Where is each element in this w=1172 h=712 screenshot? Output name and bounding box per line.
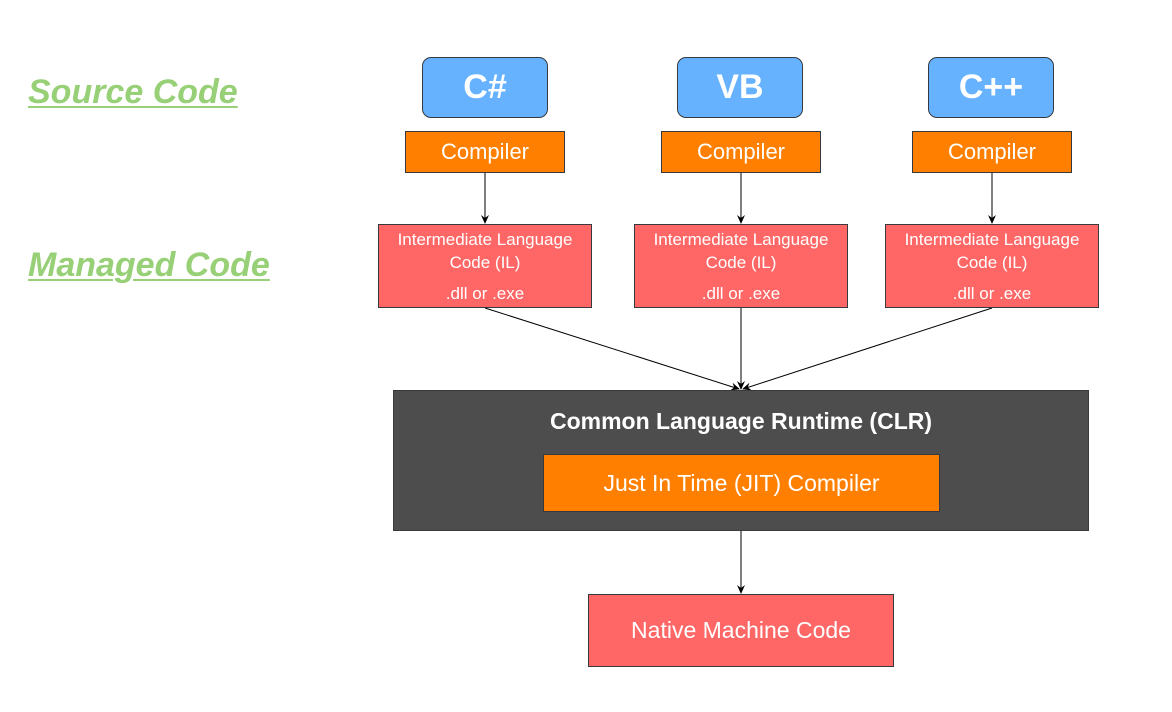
managed-code-label: Managed Code (28, 246, 270, 284)
jit-compiler-box: Just In Time (JIT) Compiler (543, 454, 940, 512)
il-extension: .dll or .exe (701, 284, 781, 303)
compiler-box-csharp: Compiler (405, 131, 565, 173)
il-title-line1: Intermediate Language (653, 230, 829, 249)
il-title: Intermediate Language Code (IL) (379, 228, 591, 274)
clr-title: Common Language Runtime (CLR) (549, 408, 933, 434)
il-title-line1: Intermediate Language (397, 230, 573, 249)
il-title-line1: Intermediate Language (904, 230, 1080, 249)
il-box-csharp: Intermediate Language Code (IL) .dll or … (378, 224, 592, 308)
il-extension: .dll or .exe (445, 284, 525, 303)
source-code-label: Source Code (28, 73, 238, 111)
il-box-cpp: Intermediate Language Code (IL) .dll or … (885, 224, 1099, 308)
il-title-line2: Code (IL) (956, 253, 1028, 272)
native-machine-code-box: Native Machine Code (588, 594, 894, 667)
language-box-cpp: C++ (928, 57, 1054, 118)
il-title-line2: Code (IL) (449, 253, 521, 272)
il-extension: .dll or .exe (952, 284, 1032, 303)
language-box-vb: VB (677, 57, 803, 118)
compiler-box-cpp: Compiler (912, 131, 1072, 173)
arrow-il-csharp-to-clr (484, 307, 740, 391)
language-box-csharp: C# (422, 57, 548, 118)
il-title: Intermediate Language Code (IL) (886, 228, 1098, 274)
il-box-vb: Intermediate Language Code (IL) .dll or … (634, 224, 848, 308)
compiler-box-vb: Compiler (661, 131, 821, 173)
il-title: Intermediate Language Code (IL) (635, 228, 847, 274)
il-title-line2: Code (IL) (705, 253, 777, 272)
arrow-il-cpp-to-clr (742, 307, 993, 391)
